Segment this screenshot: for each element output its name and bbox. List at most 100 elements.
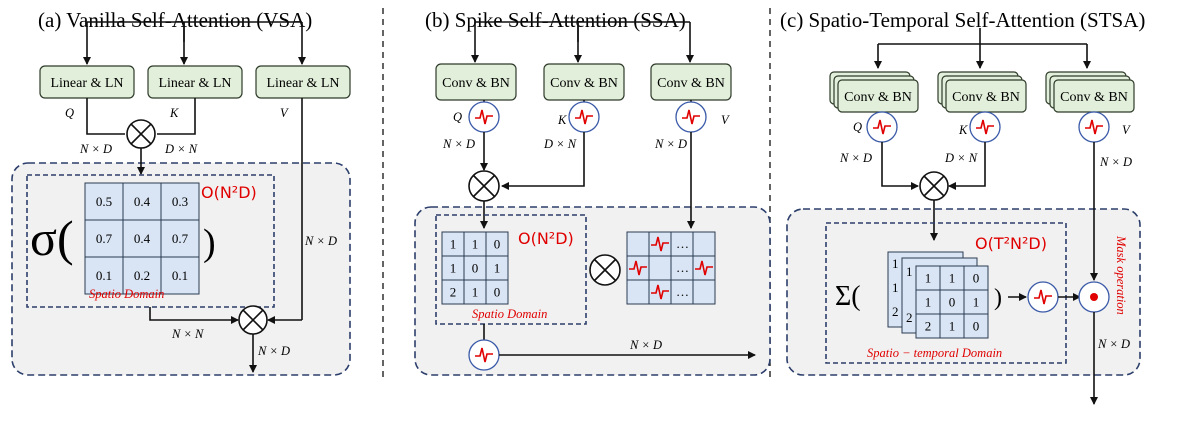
dim-k: D × N <box>164 142 198 156</box>
matrix-cell <box>84 256 124 295</box>
k-label: K <box>958 123 968 137</box>
matrix-value: 0 <box>494 237 501 252</box>
panel-c: (c) Spatio-Temporal Self-Attention (STSA… <box>780 8 1145 405</box>
k-label: K <box>557 113 567 127</box>
svg-text:…: … <box>676 284 689 299</box>
box-k-label: Linear & LN <box>158 76 231 91</box>
box-v-label: Conv & BN <box>1060 90 1128 105</box>
close-paren: ) <box>203 222 216 264</box>
q-label: Q <box>453 110 462 124</box>
svg-text:2: 2 <box>892 304 899 319</box>
matrix-value: 2 <box>925 319 932 334</box>
matrix-value: 2 <box>450 285 457 300</box>
matrix-value: 0 <box>472 261 479 276</box>
matrix-value: 0.5 <box>96 194 112 209</box>
spatio-temporal-domain-box <box>825 222 1067 364</box>
box-k-label: Conv & BN <box>952 90 1020 105</box>
complexity-label: O(T²N²D) <box>975 234 1047 253</box>
matrix-cell <box>963 289 989 315</box>
dim-k: D × N <box>543 137 577 151</box>
matrix-cell <box>939 289 965 315</box>
matrix-value: 0 <box>949 295 956 310</box>
matrix-value: 1 <box>450 237 457 252</box>
panel-b: (b) Spike Self-Attention (SSA) Conv & BN… <box>414 8 771 376</box>
matrix-cell <box>122 256 162 295</box>
box-v-label: Linear & LN <box>266 76 339 91</box>
matrix-cell <box>84 219 124 258</box>
matrix-value: 1 <box>925 271 932 286</box>
v-label: V <box>280 106 289 120</box>
dim-attn: N × N <box>171 327 204 341</box>
matrix-value: 0.4 <box>134 231 151 246</box>
matrix-cell <box>939 313 965 339</box>
complexity-label: O(N²D) <box>518 229 574 248</box>
domain-label: Spatio Domain <box>89 287 164 301</box>
matrix-cell <box>939 265 965 291</box>
matrix-value: 0.7 <box>172 231 189 246</box>
k-label: K <box>169 106 179 120</box>
box-v-label: Conv & BN <box>657 76 725 91</box>
complexity-label: O(N²D) <box>201 183 257 202</box>
svg-text:1: 1 <box>906 264 913 279</box>
matrix-value: 1 <box>949 271 956 286</box>
dim-v: N × D <box>304 234 337 248</box>
dim-q: N × D <box>442 137 475 151</box>
matrix-value: 0 <box>494 285 501 300</box>
attention-matrix: 0.5 0.4 0.3 0.7 0.4 0.7 0.1 0.2 0.1 <box>84 182 200 295</box>
matrix-value: 0.4 <box>134 194 151 209</box>
matrix-cell <box>160 256 200 295</box>
q-label: Q <box>65 106 74 120</box>
mask-operation-label: Mask operation <box>1114 235 1128 315</box>
matrix-value: 0.1 <box>96 268 112 283</box>
matrix-cell <box>915 313 941 339</box>
svg-text:2: 2 <box>906 310 913 325</box>
dim-out: N × D <box>1097 337 1130 351</box>
matrix-cell <box>485 279 509 305</box>
spatio-domain-box <box>435 214 587 325</box>
panel-a: (a) Vanilla Self-Attention (VSA) Linear … <box>11 8 351 376</box>
matrix-value: 1 <box>472 237 479 252</box>
dim-out: N × D <box>629 338 662 352</box>
svg-text:…: … <box>676 260 689 275</box>
box-q-label: Conv & BN <box>442 76 510 91</box>
v-label: V <box>1122 123 1131 137</box>
dim-v: N × D <box>654 137 687 151</box>
sum-symbol: Σ( <box>835 281 861 312</box>
matrix-value: 0 <box>973 271 980 286</box>
svg-text:…: … <box>676 236 689 251</box>
matrix-value: 0.1 <box>172 268 188 283</box>
matrix-value: 1 <box>450 261 457 276</box>
svg-text:1: 1 <box>892 280 899 295</box>
spatio-domain-box <box>26 174 275 308</box>
svg-text:1: 1 <box>892 256 899 271</box>
matrix-value: 0.3 <box>172 194 188 209</box>
matrix-value: 1 <box>973 295 980 310</box>
panel-b-title: (b) Spike Self-Attention (SSA) <box>425 8 686 32</box>
matrix-value: 1 <box>494 261 501 276</box>
matrix-value: 0.2 <box>134 268 150 283</box>
domain-label: Spatio − temporal Domain <box>867 346 1002 360</box>
dim-k: D × N <box>944 151 978 165</box>
q-label: Q <box>853 120 862 134</box>
conv-bn-box-q <box>435 63 517 101</box>
matrix-cell <box>122 219 162 258</box>
box-q-label: Linear & LN <box>50 76 123 91</box>
box-k-label: Conv & BN <box>550 76 618 91</box>
matrix-value: 1 <box>472 285 479 300</box>
sigma-symbol: σ( <box>30 210 74 266</box>
spike-value-matrix: … … … <box>626 231 716 305</box>
dim-v: N × D <box>1099 155 1132 169</box>
matrix-value: 1 <box>949 319 956 334</box>
matrix-value: 0.7 <box>96 231 113 246</box>
matrix-cell <box>160 219 200 258</box>
dim-q: N × D <box>79 142 112 156</box>
linear-ln-box-v <box>255 65 351 99</box>
dim-q: N × D <box>839 151 872 165</box>
panel-c-title: (c) Spatio-Temporal Self-Attention (STSA… <box>780 8 1145 32</box>
domain-label: Spatio Domain <box>472 307 547 321</box>
matrix-value: 0 <box>973 319 980 334</box>
matrix-cell <box>963 265 989 291</box>
